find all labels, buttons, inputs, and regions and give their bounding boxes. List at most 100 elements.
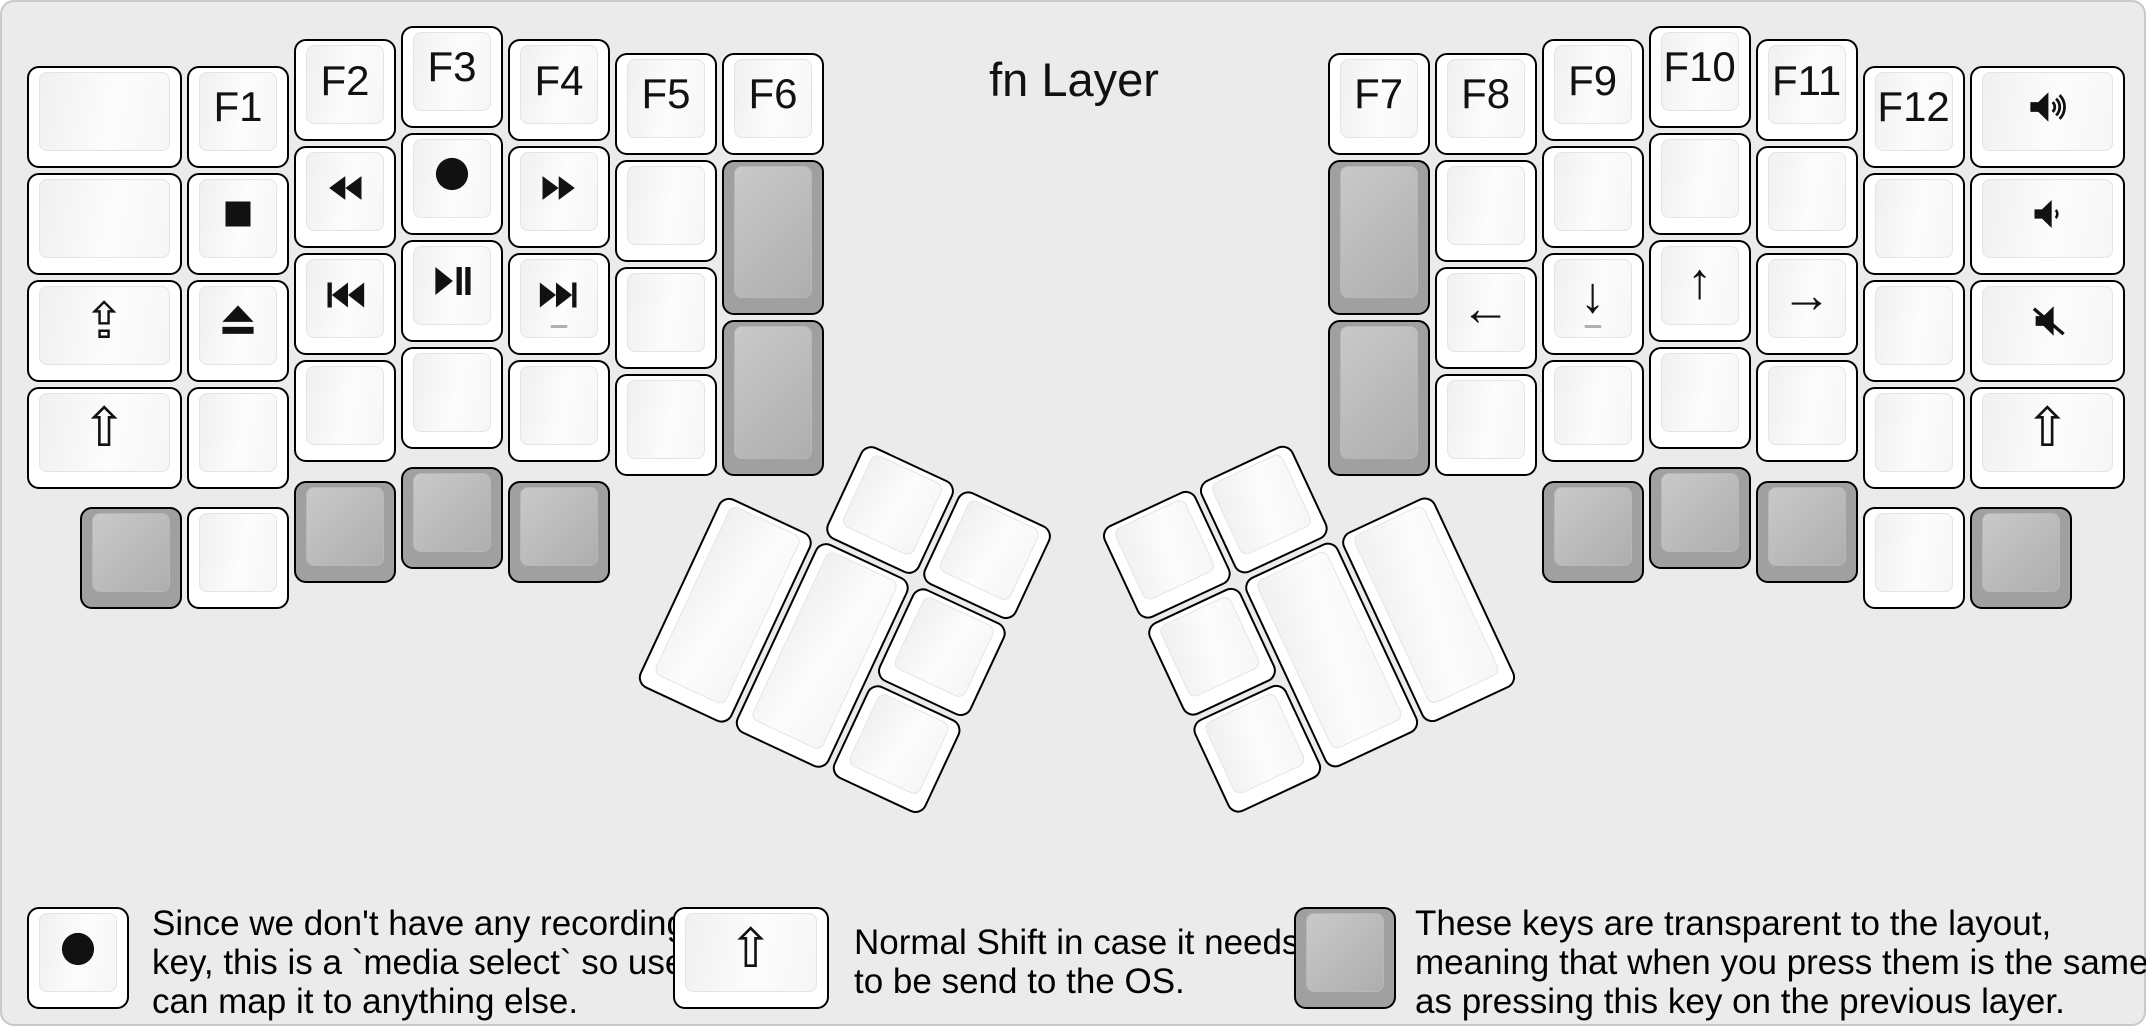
record-icon xyxy=(61,932,95,965)
record-icon xyxy=(435,158,469,191)
key-caps-lock: ⇪ xyxy=(26,279,182,382)
key-arrow-left: ← xyxy=(1434,266,1537,369)
key-transparent xyxy=(1327,320,1430,476)
play-pause-icon xyxy=(435,267,471,296)
keycap xyxy=(1874,392,1953,472)
next-track-icon xyxy=(539,282,577,308)
keycap xyxy=(413,138,491,218)
keycap xyxy=(627,165,705,245)
keycap xyxy=(627,272,705,352)
key-mute xyxy=(1969,279,2126,382)
keycap xyxy=(1553,366,1632,446)
keycap xyxy=(1553,486,1632,566)
key-f3: F3 xyxy=(401,25,503,128)
key-label: ← xyxy=(1460,280,1511,337)
key-f2: F2 xyxy=(294,39,396,142)
keycap: F3 xyxy=(413,31,491,111)
key-label: F9 xyxy=(1568,56,1618,104)
rewind-icon xyxy=(329,175,362,200)
keycap xyxy=(1767,366,1846,446)
keycap xyxy=(520,486,598,566)
key-transparent xyxy=(80,507,182,610)
key-blank xyxy=(1862,172,1965,275)
keycap xyxy=(199,513,277,593)
key-arrow-down: ↓ xyxy=(1541,253,1644,356)
stop-icon xyxy=(225,201,251,227)
keycap xyxy=(846,691,951,796)
legend-text-3: These keys are transparent to the layout… xyxy=(1415,904,2146,1021)
keycap: F7 xyxy=(1339,58,1418,138)
key-rewind xyxy=(294,146,396,249)
key-blank xyxy=(1755,146,1858,249)
keycap xyxy=(1157,594,1262,699)
legend-text-line: to be send to the OS. xyxy=(854,962,1185,1001)
legend-text-line: meaning that when you press them is the … xyxy=(1415,943,2146,982)
keycap xyxy=(1339,326,1418,459)
keycap: F8 xyxy=(1446,58,1525,138)
key-f4: F4 xyxy=(508,39,610,142)
key-transparent xyxy=(1755,480,1858,583)
keycap xyxy=(1981,285,2114,365)
key-transparent xyxy=(1327,159,1430,316)
key-label: F3 xyxy=(427,43,477,91)
keycap xyxy=(1874,178,1953,258)
key-f12: F12 xyxy=(1862,65,1965,168)
key-transparent xyxy=(294,480,396,583)
key-record xyxy=(401,132,503,235)
key-f7: F7 xyxy=(1327,52,1430,155)
key-label: ↓ xyxy=(1580,266,1606,323)
keycap xyxy=(1446,165,1525,245)
key-label: F11 xyxy=(1771,56,1842,104)
key-blank xyxy=(1541,360,1644,463)
keycap xyxy=(1981,178,2114,258)
eject-icon xyxy=(222,305,254,335)
keycap xyxy=(1553,152,1632,232)
volume-down-icon xyxy=(2034,200,2059,229)
key-blank xyxy=(615,373,717,476)
legend-text-line: Since we don't have any recording xyxy=(152,904,686,943)
keycap xyxy=(38,71,170,151)
key-blank xyxy=(1541,146,1644,249)
keycap xyxy=(1306,913,1384,992)
key-blank xyxy=(26,65,182,168)
key-label: → xyxy=(1781,266,1832,323)
keycap xyxy=(38,178,170,258)
keycap xyxy=(1981,71,2114,151)
keycap: ⇧ xyxy=(1981,392,2114,472)
key-prev-track xyxy=(294,253,396,356)
key-blank xyxy=(615,266,717,369)
legend-text-line: can map it to anything else. xyxy=(152,982,579,1021)
keycap: → xyxy=(1767,259,1846,339)
legend-text-line: as pressing this key on the previous lay… xyxy=(1415,982,2065,1021)
key-label: ↑ xyxy=(1687,253,1713,310)
key-fast-forward xyxy=(508,146,610,249)
keycap xyxy=(520,152,598,232)
key-transparent xyxy=(722,320,824,476)
keycap: F6 xyxy=(734,58,812,138)
key-blank xyxy=(1755,360,1858,463)
key-arrow-right: → xyxy=(1755,253,1858,356)
keycap xyxy=(1446,379,1525,459)
keycap xyxy=(1981,513,2060,593)
keycap xyxy=(199,178,277,258)
homing-mark xyxy=(1584,324,1602,329)
keycap: F9 xyxy=(1553,45,1632,125)
keycap xyxy=(1208,452,1313,557)
key-blank xyxy=(1862,507,1965,610)
key-blank xyxy=(1434,373,1537,476)
key-label: F6 xyxy=(748,70,798,118)
key-shift-right: ⇧ xyxy=(1969,386,2126,489)
key-shift-left: ⇧ xyxy=(26,386,182,489)
key-label: F4 xyxy=(534,56,584,104)
keycap xyxy=(1660,352,1739,432)
key-f9: F9 xyxy=(1541,39,1644,142)
key-blank xyxy=(508,360,610,463)
key-transparent xyxy=(1969,507,2072,610)
key-stop xyxy=(187,172,289,275)
volume-up-icon xyxy=(2030,92,2067,123)
key-label: F5 xyxy=(641,70,691,118)
keycap xyxy=(1767,152,1846,232)
key-blank xyxy=(615,159,717,262)
key-blank xyxy=(294,360,396,463)
